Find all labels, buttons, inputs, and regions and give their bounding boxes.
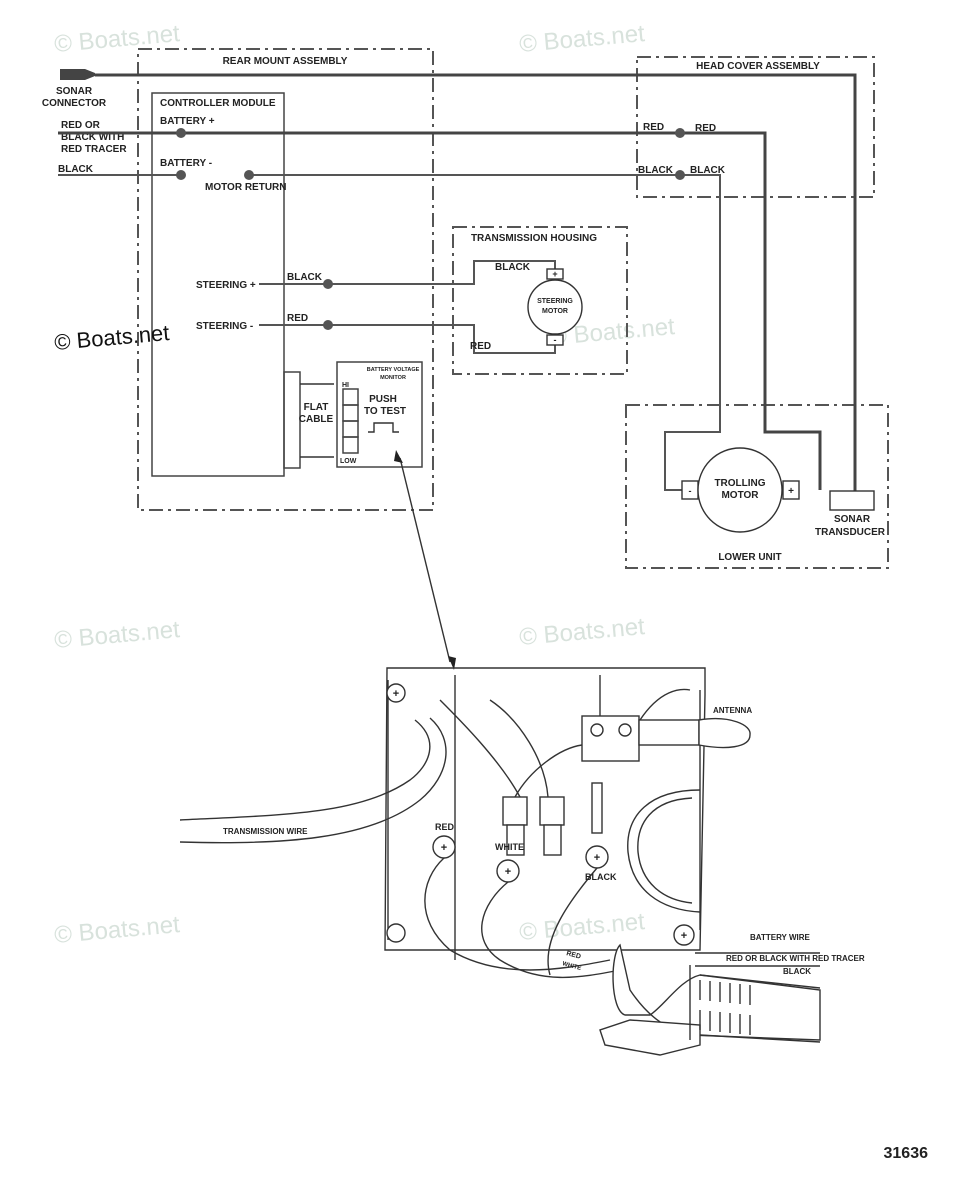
steering-minus-label: STEERING - <box>196 321 253 332</box>
push-to-test-label: PUSH <box>369 394 397 405</box>
head-black-out-label: BLACK <box>690 165 726 176</box>
rear-mount-assembly-label: REAR MOUNT ASSEMBLY <box>223 56 348 67</box>
motor-return-label: MOTOR RETURN <box>205 182 286 193</box>
controller-module-label: CONTROLLER MODULE <box>160 98 276 109</box>
wire-red-label: RED <box>565 950 581 961</box>
plus-sign: + <box>552 269 557 279</box>
svg-text:+: + <box>505 866 511 878</box>
battery-wire-neg-label: BLACK <box>783 967 811 976</box>
sonar-transducer <box>829 490 875 511</box>
head-cover-assembly-label: HEAD COVER ASSEMBLY <box>696 61 820 72</box>
steering-motor-plus-terminal <box>546 268 564 280</box>
head-red-out-label: RED <box>695 123 716 134</box>
steering-red-label: RED <box>470 341 491 352</box>
trolling-motor-pos-terminal <box>782 480 800 500</box>
flat-cable-connector <box>283 371 301 469</box>
motor-return-node <box>244 170 254 180</box>
battery-wire-pos-label: RED OR BLACK WITH RED TRACER <box>726 954 865 963</box>
watermarks: © Boats.net © Boats.net © Boats.net © Bo… <box>53 20 676 949</box>
terminal-red-label: RED <box>435 822 455 832</box>
minus-sign: - <box>554 335 557 345</box>
lower-unit-label: LOWER UNIT <box>718 552 781 563</box>
minus-sign: - <box>689 486 692 496</box>
arrow-head-icon <box>448 656 456 670</box>
head-red-node <box>675 128 685 138</box>
bvm-low-label: LOW <box>340 458 357 465</box>
transmission-housing-box <box>452 226 628 375</box>
steering-minus-node <box>323 320 333 330</box>
steering-plus-label: STEERING + <box>196 280 256 291</box>
battery-wire-label: BATTERY WIRE <box>750 933 811 942</box>
steering-black-label: BLACK <box>495 262 531 273</box>
trolling-motor <box>697 447 783 533</box>
battery-plus-label: BATTERY + <box>160 116 215 127</box>
battery-pos-wire <box>58 131 822 490</box>
watermark: © Boats.net <box>53 616 181 654</box>
wire-white-label: WHITE <box>561 961 581 972</box>
bvm-title: MONITOR <box>380 375 406 381</box>
steering-motor-label: STEERING <box>537 298 573 305</box>
watermark: © Boats.net <box>53 20 181 58</box>
flat-cable-label: CABLE <box>299 414 334 425</box>
transmission-housing-label: TRANSMISSION HOUSING <box>471 233 597 244</box>
watermark: © Boats.net <box>518 20 646 58</box>
sonar-connector <box>60 69 95 80</box>
trolling-motor-label: TROLLING <box>714 478 765 489</box>
steering-plus-node <box>323 279 333 289</box>
plus-sign: + <box>788 486 794 497</box>
svg-text:+: + <box>681 930 687 942</box>
bvm-title: BATTERY VOLTAGE <box>367 367 420 373</box>
steering-plus-wire-label: BLACK <box>287 272 323 283</box>
head-black-node <box>675 170 685 180</box>
callout-arrow-line <box>399 457 451 663</box>
control-box-illustration: + + + + + <box>179 667 821 1056</box>
sonar-connector-label: SONAR <box>56 86 93 97</box>
push-button-icon <box>368 422 399 433</box>
flat-cable <box>300 383 334 458</box>
sonar-connector-label: CONNECTOR <box>42 98 107 109</box>
battery-pos-wire-label: RED TRACER <box>61 144 127 155</box>
watermark: © Boats.net <box>518 613 646 651</box>
battery-voltage-monitor <box>336 361 423 468</box>
steering-plus-wire <box>259 260 556 285</box>
motor-return-wire <box>249 174 721 491</box>
battery-neg-wire-label: BLACK <box>58 164 94 175</box>
svg-text:+: + <box>393 688 399 700</box>
svg-text:+: + <box>594 852 600 864</box>
bvm-led-bar <box>342 388 359 454</box>
head-cover-assembly-box <box>636 56 875 198</box>
battery-pos-wire-label: BLACK WITH <box>61 132 124 143</box>
steering-motor-label: MOTOR <box>542 308 568 315</box>
flat-cable-label: FLAT <box>304 402 329 413</box>
battery-pos-wire-label: RED OR <box>61 120 101 131</box>
steering-motor <box>527 279 583 335</box>
antenna-label: ANTENNA <box>713 706 752 715</box>
transmission-wire-label: TRANSMISSION WIRE <box>223 827 308 836</box>
bvm-hi-label: HI <box>342 382 349 389</box>
watermark: © Boats.net <box>53 911 181 949</box>
sonar-wire <box>95 73 857 492</box>
arrow-head-icon <box>394 450 403 463</box>
steering-minus-wire-label: RED <box>287 313 308 324</box>
battery-neg-node <box>176 170 186 180</box>
terminal-black-label: BLACK <box>585 872 617 882</box>
svg-text:+: + <box>441 842 447 854</box>
head-red-in-label: RED <box>643 122 664 133</box>
steering-motor-minus-terminal <box>546 334 564 346</box>
figure-number: 31636 <box>884 1145 929 1162</box>
lower-unit-box <box>625 404 889 569</box>
head-black-in-label: BLACK <box>638 165 674 176</box>
watermark: © Boats.net <box>518 908 646 946</box>
steering-minus-wire <box>259 324 556 354</box>
battery-pos-node <box>176 128 186 138</box>
sonar-transducer-label: SONAR <box>834 514 871 525</box>
terminal-white-label: WHITE <box>495 842 524 852</box>
plug-grip-ribs <box>699 980 751 1035</box>
rear-mount-assembly-box <box>137 48 434 511</box>
battery-minus-label: BATTERY - <box>160 158 212 169</box>
push-to-test-label: TO TEST <box>364 406 406 417</box>
trolling-motor-label: MOTOR <box>721 490 759 501</box>
sonar-transducer-label: TRANSDUCER <box>815 527 886 538</box>
